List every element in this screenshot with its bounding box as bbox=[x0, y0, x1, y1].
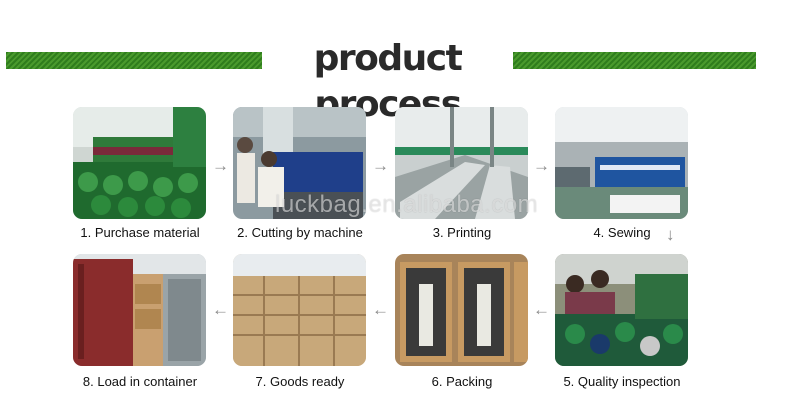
arrow-right-icon: → bbox=[372, 156, 389, 175]
arrow-left-icon: ← bbox=[372, 300, 389, 319]
quality-inspection-photo bbox=[555, 254, 688, 366]
printing-line-photo bbox=[395, 107, 528, 219]
arrow-right-icon: → bbox=[212, 156, 229, 175]
step-label: 7. Goods ready bbox=[255, 374, 345, 389]
page-title: product process bbox=[313, 38, 463, 125]
step-label: 2. Cutting by machine bbox=[237, 225, 363, 240]
packing-boxes-photo bbox=[395, 254, 528, 366]
step-label: 8. Load in container bbox=[82, 374, 198, 389]
watermark: luckbag.en.alibaba.com bbox=[275, 191, 539, 218]
arrow-left-icon: ← bbox=[533, 300, 550, 319]
step-label: 5. Quality inspection bbox=[563, 374, 681, 389]
shipping-container-photo bbox=[73, 254, 206, 366]
step-label: 1. Purchase material bbox=[80, 225, 200, 240]
arrow-down-icon: ↓ bbox=[666, 225, 675, 244]
cutting-machine-photo bbox=[233, 107, 366, 219]
header-stripe-left bbox=[6, 52, 262, 69]
arrow-right-icon: → bbox=[533, 156, 550, 175]
step-label: 3. Printing bbox=[432, 225, 492, 240]
sewing-workshop-photo bbox=[555, 107, 688, 219]
green-fabric-rolls-photo bbox=[73, 107, 206, 219]
header-stripe-right bbox=[513, 52, 756, 69]
step-label: 4. Sewing bbox=[593, 225, 651, 240]
stacked-cartons-photo bbox=[233, 254, 366, 366]
arrow-left-icon: ← bbox=[212, 300, 229, 319]
step-label: 6. Packing bbox=[431, 374, 493, 389]
